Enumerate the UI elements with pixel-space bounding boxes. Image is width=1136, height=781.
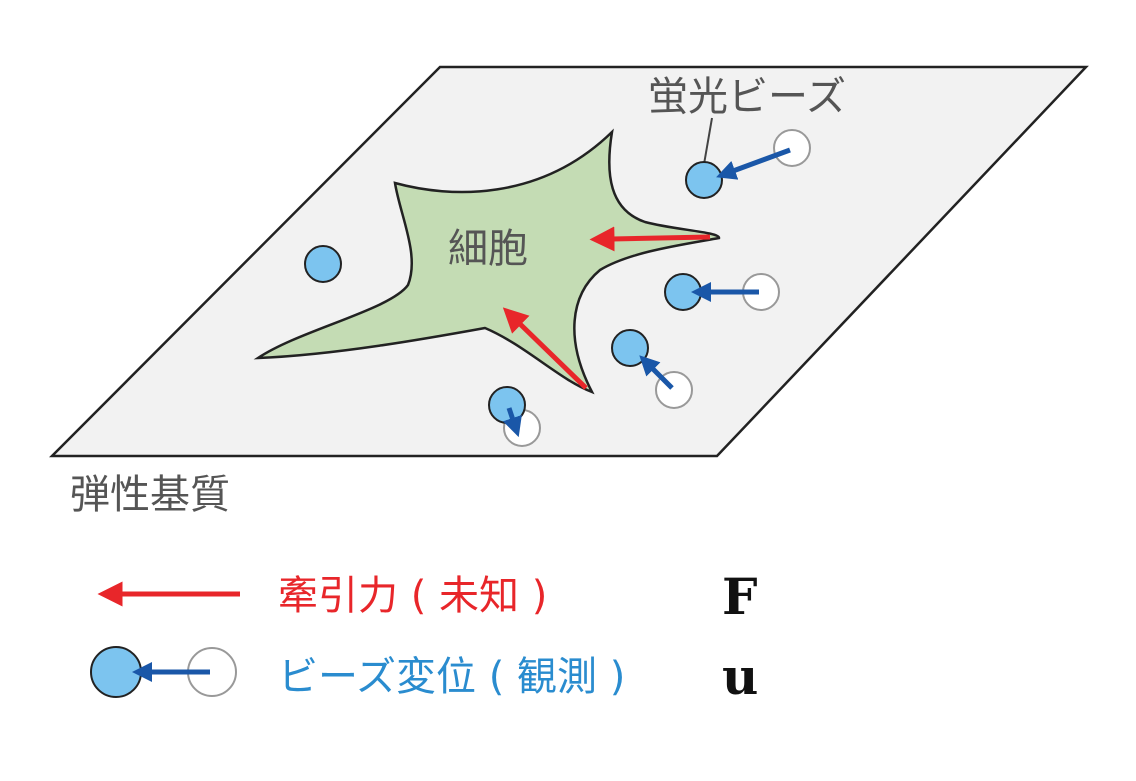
- legend-bead-displaced: [90, 646, 142, 698]
- traction-arrow-right-tip: [589, 226, 711, 252]
- bead-displaced-2: [664, 273, 702, 311]
- bead-free: [304, 245, 342, 283]
- beads-label: 蛍光ビーズ: [648, 74, 846, 120]
- displacement-arrow-4: [502, 407, 522, 438]
- substrate-label: 弾性基質: [70, 472, 230, 518]
- legend-displacement-label: ビーズ変位 ( 観測 ): [278, 654, 625, 700]
- bead-displaced-1: [685, 161, 723, 199]
- bead-displaced-3: [611, 329, 649, 367]
- displacement-arrow-1: [716, 147, 791, 180]
- legend-force-label: 牽引力 ( 未知 ): [278, 573, 547, 619]
- legend-displacement-symbol: u: [722, 647, 758, 706]
- displacement-arrow-3: [639, 355, 674, 390]
- bead-displaced-4: [488, 386, 526, 424]
- legend-force-symbol: F: [722, 567, 758, 626]
- cell-shape: [253, 128, 721, 395]
- cell-label: 細胞: [448, 226, 528, 272]
- bead-original-position-1: [773, 129, 811, 167]
- traction-arrow-lower-tip: [502, 307, 588, 390]
